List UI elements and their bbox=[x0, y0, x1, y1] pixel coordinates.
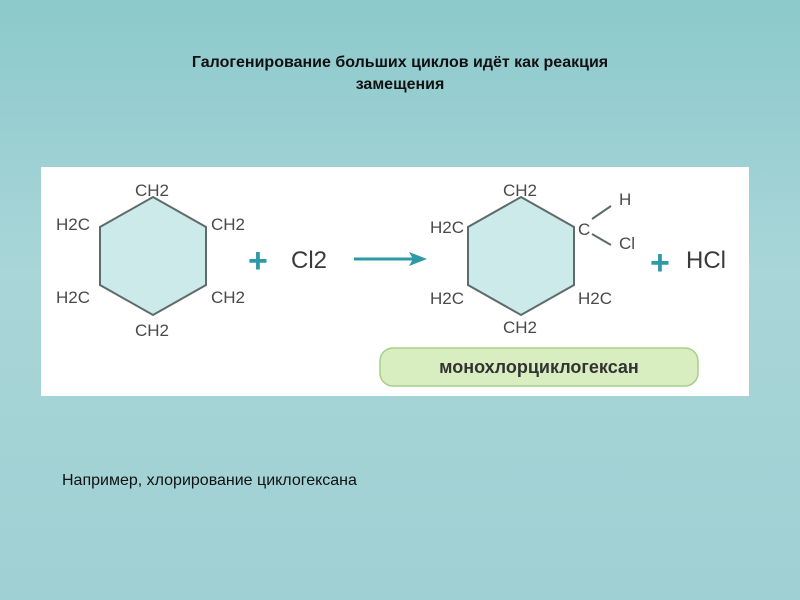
substituent-h-label: H bbox=[619, 190, 631, 209]
product-name-label: монохлорциклогексан bbox=[439, 357, 639, 377]
reaction-arrow-head bbox=[409, 252, 427, 266]
product-carbon-label: C bbox=[578, 220, 590, 239]
reactant-bottom-label: CH2 bbox=[135, 321, 169, 340]
bond-c-h bbox=[591, 205, 612, 220]
plus-sign-1: + bbox=[248, 242, 268, 280]
reaction-diagram: CH2 H2C CH2 H2C CH2 CH2 + Cl2 CH2 H2C C … bbox=[56, 181, 726, 387]
product-name-pill bbox=[379, 347, 699, 387]
reagent-label: Cl2 bbox=[291, 247, 327, 274]
reaction-panel: CH2 H2C CH2 H2C CH2 CH2 + Cl2 CH2 H2C C … bbox=[41, 167, 749, 396]
slide-title: Галогенирование больших циклов идёт как … bbox=[0, 52, 800, 96]
title-line-2: замещения bbox=[355, 76, 445, 93]
reactant-upper-right-label: CH2 bbox=[211, 215, 245, 234]
bond-c-cl bbox=[591, 233, 612, 246]
reactant-lower-left-label: H2C bbox=[56, 288, 90, 307]
product-ring bbox=[467, 195, 575, 317]
reactant-lower-right-label: CH2 bbox=[211, 288, 245, 307]
reactant-top-label: CH2 bbox=[135, 181, 169, 200]
example-caption: Например, хлорирование циклогексана bbox=[62, 472, 357, 489]
title-line-1: Галогенирование больших циклов идёт как … bbox=[191, 54, 609, 71]
product-lower-left-label: H2C bbox=[430, 289, 464, 308]
product-top-label: CH2 bbox=[503, 181, 537, 200]
product-bottom-label: CH2 bbox=[503, 318, 537, 337]
reactant-ring bbox=[99, 195, 207, 317]
substituent-cl-label: Cl bbox=[619, 234, 635, 253]
byproduct-label: HCl bbox=[686, 247, 726, 274]
plus-sign-2: + bbox=[650, 244, 670, 282]
reactant-upper-left-label: H2C bbox=[56, 215, 90, 234]
product-lower-right-label: H2C bbox=[578, 289, 612, 308]
product-upper-left-label: H2C bbox=[430, 218, 464, 237]
